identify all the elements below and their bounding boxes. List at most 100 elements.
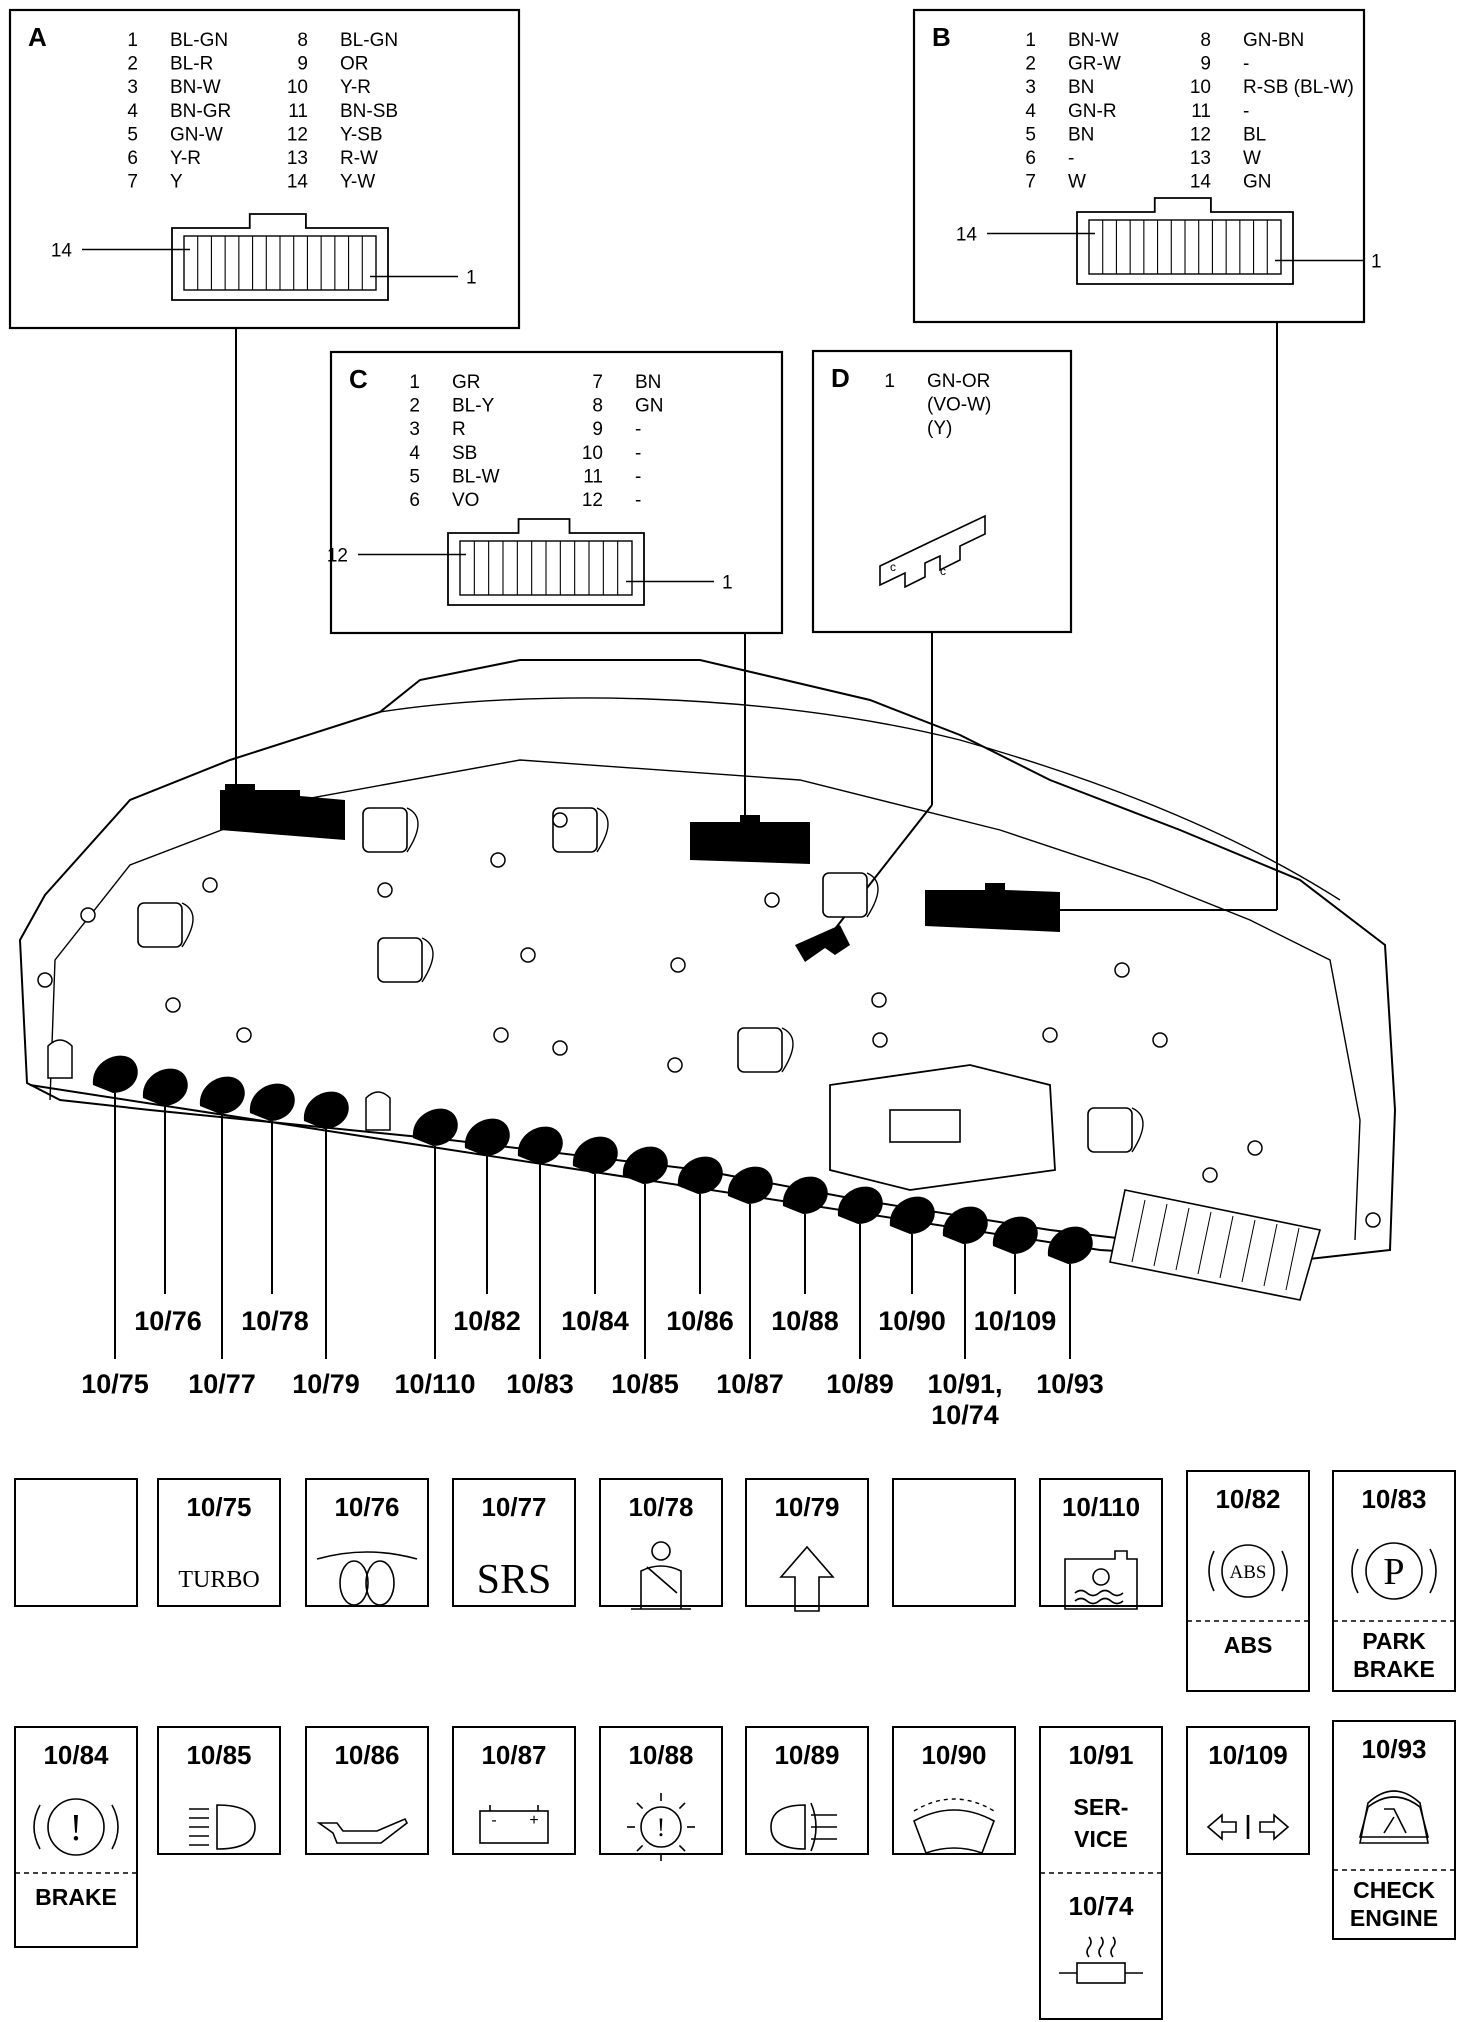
pin-wire-color: BN-W (1068, 30, 1119, 51)
screw (552, 1040, 568, 1056)
connector-letter: B (932, 22, 951, 52)
gauge-knob-edge (406, 807, 419, 853)
callout-label: 10/83 (506, 1369, 574, 1399)
callout-label: 10/93 (1036, 1369, 1104, 1399)
pin-number: 7 (127, 172, 138, 193)
indicator-tile: 10/76 (305, 1478, 429, 1607)
pin-number: 13 (287, 148, 308, 169)
indicator-tile: 10/78 (599, 1478, 723, 1610)
indicator-tile-caption: ENGINE (1350, 1905, 1438, 1931)
callout-label: 10/86 (666, 1306, 734, 1336)
pin-number: 4 (409, 443, 420, 464)
pin-wire-color: GN (635, 396, 664, 417)
indicator-tile-id: 10/79 (774, 1492, 839, 1522)
grille-slot (1175, 1207, 1190, 1271)
bulb-holder (782, 1176, 828, 1214)
screw (520, 947, 536, 963)
check-engine-icon (1359, 1790, 1429, 1844)
pin-wire-color: BL-GN (340, 30, 398, 51)
glow-plug-icon (316, 1551, 418, 1560)
bulb-holder (303, 1091, 349, 1129)
turn-signal-icon (1206, 1813, 1237, 1841)
indicator-tile-frame (305, 1478, 429, 1607)
pin-number: 8 (592, 396, 603, 417)
screw (1365, 1212, 1381, 1228)
gauge-knob-edge (421, 937, 434, 983)
seatbelt-icon (631, 1565, 691, 1610)
rear-defrost-icon (1086, 1936, 1092, 1958)
pin-wire-color: BN (1068, 77, 1094, 98)
gauge-knob-edge (181, 902, 194, 948)
pin-number: 1 (884, 371, 895, 392)
bulb-holder (992, 1216, 1038, 1254)
pin-wire-color: GN-W (170, 124, 223, 145)
connector-letter: C (349, 364, 368, 394)
indicator-tile-id: 10/90 (921, 1740, 986, 1770)
cluster-inner-edge (49, 759, 1361, 1241)
oil-can-icon (316, 1817, 409, 1844)
indicator-tile: 10/88! (599, 1726, 723, 1861)
pin-number: 7 (1025, 172, 1036, 193)
washer-fluid-icon (913, 1809, 995, 1855)
bulb-holder (412, 1108, 458, 1146)
callout-label: 10/84 (561, 1306, 629, 1336)
rear-defrost-icon (1098, 1936, 1104, 1958)
fog-light-icon (770, 1804, 806, 1850)
pin-wire-color: BL-GN (170, 30, 228, 51)
bulb-holder (572, 1136, 618, 1174)
indicator-tile-id: 10/75 (186, 1492, 251, 1522)
cluster-socket-c (690, 815, 810, 864)
screw (202, 877, 218, 893)
callout-label: 10/90 (878, 1306, 946, 1336)
callout-label: 10/88 (771, 1306, 839, 1336)
bulb-failure-icon-text: ! (657, 1813, 666, 1842)
screw (1152, 1032, 1168, 1048)
pin-wire-color: W (1068, 172, 1086, 193)
pin-number: 4 (1025, 101, 1036, 122)
bulb-holder (889, 1196, 935, 1234)
bulb-failure-icon-ray (636, 1844, 644, 1852)
pin-wire-color: R-W (340, 148, 378, 169)
abs-icon-text: ABS (1230, 1562, 1267, 1583)
indicator-tile: 10/84!BRAKE (14, 1726, 138, 1948)
grille-slot (1263, 1223, 1278, 1287)
screw (764, 892, 780, 908)
headlight-icon (216, 1804, 256, 1850)
coolant-icon (1092, 1568, 1110, 1586)
gauge-knob-edge (866, 872, 879, 918)
indicator-tile-id: 10/82 (1215, 1484, 1280, 1514)
pin-wire-color: - (1243, 101, 1249, 122)
battery-icon-minus: - (491, 1812, 496, 1829)
pin-wire-color-alt: (VO-W) (927, 395, 991, 416)
brake-warning-icon (47, 1798, 105, 1856)
pin-number: 3 (127, 77, 138, 98)
symbol-text: VICE (1074, 1826, 1128, 1852)
pin-wire-color: BN (1068, 124, 1094, 145)
gauge-knob (377, 937, 423, 983)
screw (552, 812, 568, 828)
pin-number: 10 (287, 77, 308, 98)
indicator-tile-frame (599, 1726, 723, 1855)
indicator-tile-caption: BRAKE (35, 1884, 117, 1910)
indicator-tile-frame (157, 1726, 281, 1855)
indicator-tile-id: 10/93 (1361, 1734, 1426, 1764)
washer-fluid-icon (913, 1798, 995, 1812)
symbol-text: SRS (477, 1557, 552, 1603)
callout-label: 10/89 (826, 1369, 894, 1399)
screw (667, 1057, 683, 1073)
pin-wire-color: R (452, 419, 466, 440)
callout-label: 10/85 (611, 1369, 679, 1399)
check-engine-icon (1383, 1808, 1407, 1834)
pin-number: 6 (127, 148, 138, 169)
symbol-text: SER- (1074, 1794, 1129, 1820)
grille-slot (1241, 1219, 1256, 1283)
bulb-holder-empty (47, 1039, 73, 1079)
pin-wire-color: VO (452, 490, 479, 511)
indicator-tile-frame (745, 1726, 869, 1855)
bulb-holder (92, 1055, 138, 1093)
bulb-holder (517, 1126, 563, 1164)
